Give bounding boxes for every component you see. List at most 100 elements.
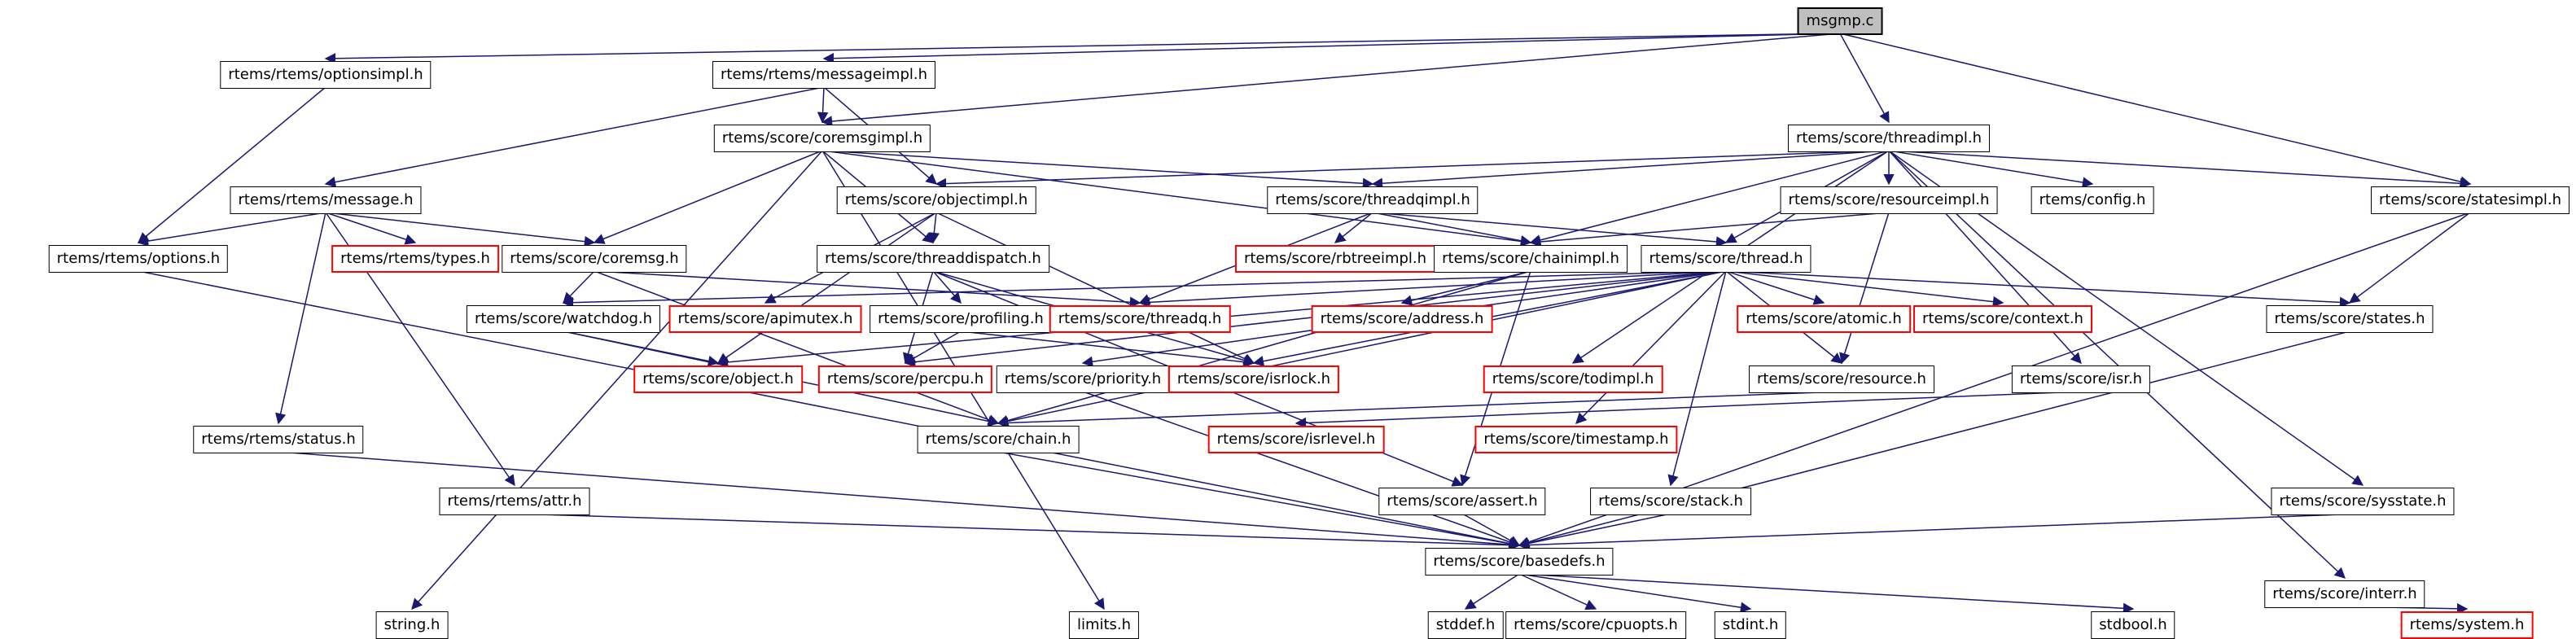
edge-threadqimpl-thread [1372,212,1728,247]
graph-node-threadq[interactable]: rtems/score/threadq.h [1049,305,1231,333]
graph-node-objectimpl[interactable]: rtems/score/objectimpl.h [836,186,1036,214]
edge-basedefs-stdint [1518,573,1752,613]
graph-node-system[interactable]: rtems/system.h [2400,611,2534,639]
edge-thread-chain [997,270,1727,427]
graph-node-rbtreeimpl[interactable]: rtems/score/rbtreeimpl.h [1234,245,1436,273]
edge-threadimpl-objectimpl [935,150,1890,190]
edge-thread-threadq [1138,270,1727,309]
edge-threaddispatch-profiling [932,270,962,304]
edge-thread-watchdog [562,270,1727,309]
edge-msgmp-coremsgimpl [821,33,1841,127]
graph-node-address[interactable]: rtems/score/address.h [1311,305,1493,333]
graph-node-states[interactable]: rtems/score/states.h [2266,305,2434,333]
graph-node-isrlock[interactable]: rtems/score/isrlock.h [1168,365,1340,393]
edge-objectimpl-threaddispatch [928,212,940,244]
edge-objectimpl-object [716,212,937,364]
edge-coremsg-chain [594,270,1000,426]
graph-node-todimpl[interactable]: rtems/score/todimpl.h [1483,365,1663,393]
edge-coremsgimpl-coremsg [593,150,823,244]
edge-profiling-isrlock [960,330,1255,368]
graph-node-stdbool[interactable]: stdbool.h [2091,611,2175,639]
edge-message-status [275,212,326,425]
graph-node-cpuopts[interactable]: rtems/score/cpuopts.h [1505,611,1686,639]
graph-node-message[interactable]: rtems/rtems/message.h [230,186,422,214]
edge-statesimpl-states [2348,212,2471,304]
edge-sysstate-basedefs [1518,513,2364,551]
graph-node-isr[interactable]: rtems/score/isr.h [2011,365,2151,393]
graph-node-stdint[interactable]: stdint.h [1714,611,1787,639]
graph-node-context[interactable]: rtems/score/context.h [1913,305,2092,333]
graph-node-config[interactable]: rtems/config.h [2031,186,2154,214]
edge-thread-timestamp [1575,270,1727,424]
edge-threadimpl-chainimpl [1529,150,1890,246]
edge-isr-isrlevel [1295,391,2082,429]
graph-node-coremsg[interactable]: rtems/score/coremsg.h [502,245,687,273]
graph-node-resourceimpl[interactable]: rtems/score/resourceimpl.h [1780,186,1998,214]
edge-threadqimpl-chainimpl [1372,212,1532,247]
graph-node-timestamp[interactable]: rtems/score/timestamp.h [1474,426,1678,453]
edge-thread-states [1725,270,2351,309]
graph-node-isrlevel[interactable]: rtems/score/isrlevel.h [1207,426,1385,453]
graph-node-resource[interactable]: rtems/score/resource.h [1749,365,1934,393]
edge-coremsg-watchdog [563,270,595,304]
graph-node-threadimpl[interactable]: rtems/score/threadimpl.h [1787,125,1991,152]
edge-coremsgimpl-threadqimpl [821,150,1374,190]
edge-basedefs-stddef [1464,573,1520,610]
edge-msgmp-statesimpl [1839,33,2472,187]
edge-messageimpl-coremsgimpl [817,86,829,124]
edge-message-types [325,212,417,245]
edge-attr-basedefs [514,513,1521,551]
graph-node-limits[interactable]: limits.h [1068,611,1140,639]
graph-node-messageimpl[interactable]: rtems/rtems/messageimpl.h [712,61,936,89]
graph-node-string[interactable]: string.h [375,611,449,639]
edge-messageimpl-message [324,86,825,188]
edge-optionsimpl-options [137,86,326,243]
edge-coremsg-threadq [594,270,1141,309]
edge-threadimpl-config [1888,150,2094,188]
graph-node-sysstate[interactable]: rtems/score/sysstate.h [2271,488,2455,515]
graph-node-stack[interactable]: rtems/score/stack.h [1590,488,1751,515]
edge-msgmp-threadimpl [1839,33,1890,124]
graph-node-stddef[interactable]: stddef.h [1427,611,1504,639]
graph-node-assert[interactable]: rtems/score/assert.h [1378,488,1546,515]
edge-basedefs-stdbool [1518,573,2135,615]
graph-node-chain[interactable]: rtems/score/chain.h [917,426,1080,453]
graph-node-threaddispatch[interactable]: rtems/score/threaddispatch.h [817,245,1049,273]
graph-node-msgmp: msgmp.c [1797,7,1883,35]
graph-node-statesimpl[interactable]: rtems/score/statesimpl.h [2370,186,2570,214]
graph-node-optionsimpl[interactable]: rtems/rtems/optionsimpl.h [220,61,432,89]
graph-node-status[interactable]: rtems/rtems/status.h [193,426,364,453]
graph-node-chainimpl[interactable]: rtems/score/chainimpl.h [1434,245,1628,273]
graph-node-attr[interactable]: rtems/rtems/attr.h [439,488,590,515]
edge-chain-basedefs [997,451,1521,549]
graph-node-options[interactable]: rtems/rtems/options.h [48,245,229,273]
edge-stack-basedefs [1518,513,1671,549]
edge-chainimpl-chain [997,270,1531,427]
graph-node-percpu[interactable]: rtems/score/percpu.h [817,365,993,393]
graph-node-types[interactable]: rtems/rtems/types.h [331,245,499,273]
graph-node-atomic[interactable]: rtems/score/atomic.h [1737,305,1911,333]
graph-node-priority[interactable]: rtems/score/priority.h [996,365,1170,393]
graph-node-apimutex[interactable]: rtems/score/apimutex.h [668,305,862,333]
edge-basedefs-cpuopts [1518,573,1597,611]
graph-node-profiling[interactable]: rtems/score/profiling.h [870,305,1052,333]
edge-message-options [137,212,326,247]
graph-node-interr[interactable]: rtems/score/interr.h [2264,580,2425,608]
edge-chainimpl-address [1400,270,1531,306]
graph-node-object[interactable]: rtems/score/object.h [633,365,803,393]
graph-node-threadqimpl[interactable]: rtems/score/threadqimpl.h [1267,186,1479,214]
edge-thread-context [1725,270,2004,308]
graph-node-thread[interactable]: rtems/score/thread.h [1641,245,1812,273]
edge-resourceimpl-chainimpl [1529,212,1890,247]
edge-priority-basedefs [1082,391,1521,548]
edge-threadimpl-threadqimpl [1371,150,1890,189]
edge-options-basedefs [138,270,1521,549]
edge-threadqimpl-rbtreeimpl [1334,212,1373,243]
edge-status-basedefs [278,451,1521,550]
graph-node-watchdog[interactable]: rtems/score/watchdog.h [466,305,661,333]
edge-thread-stack [1667,270,1727,487]
graph-node-coremsgimpl[interactable]: rtems/score/coremsgimpl.h [713,125,931,152]
graph-node-basedefs[interactable]: rtems/score/basedefs.h [1425,548,1614,576]
